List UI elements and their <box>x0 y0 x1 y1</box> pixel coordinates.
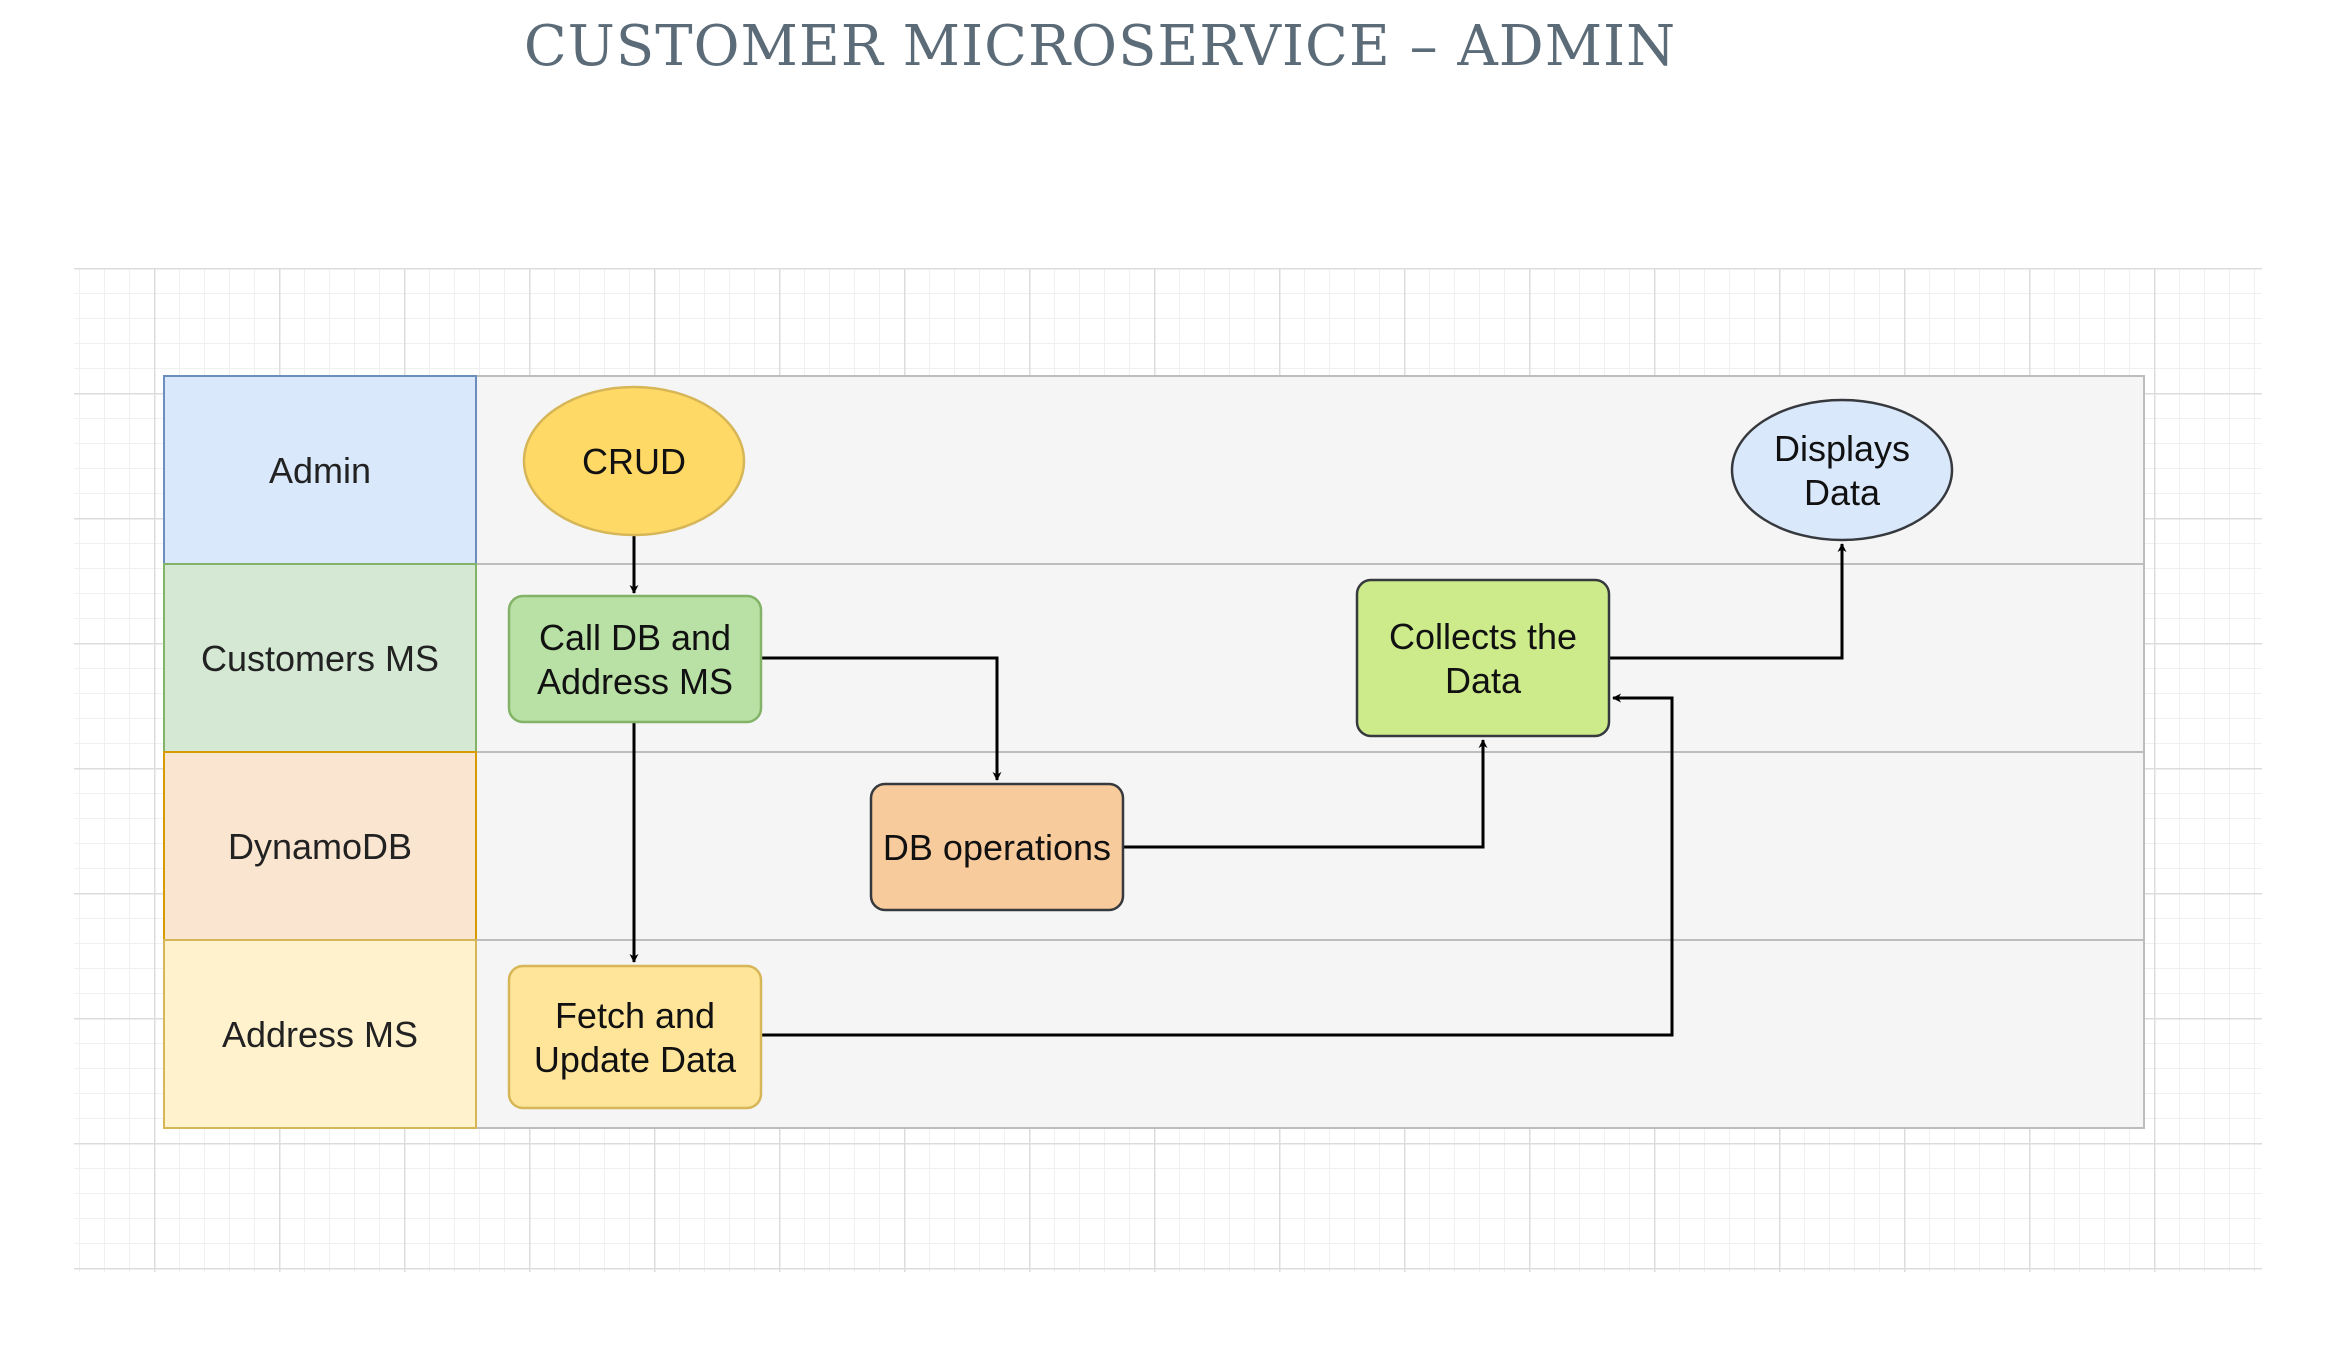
node-shape <box>507 594 763 724</box>
node-label: Collects the <box>1389 616 1577 657</box>
node-shape <box>507 964 763 1110</box>
node-shape <box>869 782 1125 912</box>
swimlane-label: DynamoDB <box>228 826 412 867</box>
node-label: Data <box>1445 660 1522 701</box>
node-label: Call DB and <box>539 617 731 658</box>
swimlane-header <box>163 563 477 753</box>
swimlane-header <box>163 751 477 941</box>
edge-db_ops-to-collects <box>1123 739 1488 849</box>
node-shape <box>1355 578 1611 738</box>
swimlane-label: Customers MS <box>201 638 439 679</box>
connectors <box>629 536 1847 1037</box>
swimlane-header <box>163 375 477 565</box>
diagram-title: CUSTOMER MICROSERVICE – ADMIN <box>523 14 1677 79</box>
node-label: Displays <box>1774 428 1910 469</box>
swimlane-label: Admin <box>269 450 371 491</box>
node-label: Update Data <box>534 1039 737 1080</box>
swimlane-label: Address MS <box>222 1014 418 1055</box>
node-db-ops: DB operations <box>869 782 1125 912</box>
swimlane-header <box>163 939 477 1129</box>
node-shape <box>1730 398 1954 542</box>
node-label: Address MS <box>537 661 733 702</box>
node-label: Data <box>1804 472 1881 513</box>
node-label: Fetch and <box>555 995 715 1036</box>
node-label: DB operations <box>883 827 1111 868</box>
node-label: CRUD <box>582 441 686 482</box>
node-shape <box>522 385 746 537</box>
edge-call_db-to-db_ops <box>761 656 1002 781</box>
edge-fetch-to-collects <box>761 693 1674 1037</box>
edge-collects-to-displays <box>1609 543 1847 660</box>
node-crud: CRUD <box>522 385 746 537</box>
